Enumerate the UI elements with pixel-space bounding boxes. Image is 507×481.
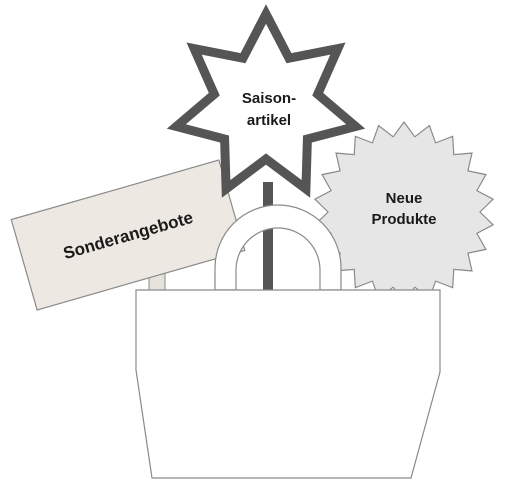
- burst-label-line1: Neue: [386, 190, 423, 207]
- sign-special-offers: Sonderangebote: [11, 160, 245, 310]
- star-stick: [263, 182, 273, 294]
- burst-label-line2: Produkte: [371, 211, 436, 228]
- shopping-bag: [136, 290, 440, 478]
- star-label-line1: Saison-: [242, 90, 296, 107]
- star-label-line2: artikel: [247, 112, 291, 129]
